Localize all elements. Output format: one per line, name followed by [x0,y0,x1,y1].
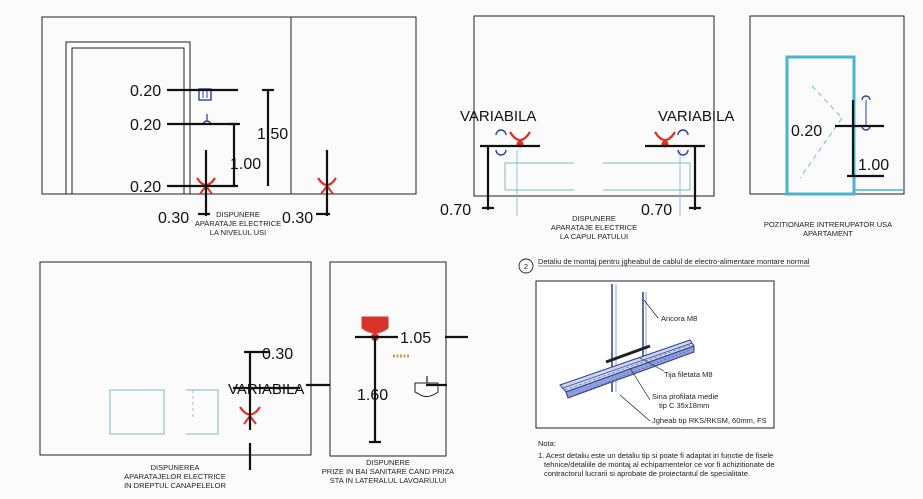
label-threaded-rod: Tija filetata M8 [664,370,713,379]
label-tray-type: Jgheab tip RKS/RKSM, 60mm, FS [652,416,767,425]
label-anchor: Ancora M8 [661,314,697,323]
dim-1-50: 1.50 [257,126,288,143]
panel-bed-head: VARIABILA VARIABILA 0.70 0.70 DISPUNERE … [440,15,734,241]
dim-0-30-left: 0.30 [158,210,189,227]
socket-box-icon [361,316,389,334]
dim-0-70-right: 0.70 [641,202,672,219]
panel-door-level-frame [41,16,417,195]
note-line-1: 1. Acest detaliu este un detaliu tip si … [538,451,773,460]
caption-line-2: APARATAJE ELECTRICE [195,219,281,228]
panel-bed-head-frame [473,15,715,197]
label-variabila: VARIABILA [228,381,304,398]
switch-right-icon [677,129,689,136]
dim-0-20-top: 0.20 [130,83,161,100]
dim-0-20-bottom: 0.20 [130,179,161,196]
label-profile-type: tip C 35x18mm [659,401,709,410]
panel-sofas: 0.30 VARIABILA DISPUNEREA APARATAJELOR E… [39,261,312,490]
door-frame-outer [65,41,191,194]
detail-number-circle [518,258,534,274]
dim-1-60: 1.60 [357,387,388,404]
notes: Nota: 1. Acest detaliu este un detaliu t… [538,439,775,478]
door-frame-inner [71,47,185,194]
dim-0-30: 0.30 [262,346,293,363]
dim-1-05: 1.05 [400,330,431,347]
caption-line-1: DISPUNERE [366,458,410,467]
detail-cable-tray: 2 Detaliu de montaj pentru jgheabul de c… [518,257,810,429]
dim-1-00: 1.00 [230,156,261,173]
caption-line-2: APARTAMENT [803,229,853,238]
dim-1-00: 1.00 [858,157,889,174]
label-profile-rail: Sina profilata medie [652,392,718,401]
panel-sofas-frame [39,261,312,456]
caption-line-1: DISPUNEREA [151,463,200,472]
dim-0-20-mid: 0.20 [130,117,161,134]
label-variabila-right: VARIABILA [658,108,734,125]
note-line-2: tehnice/detaliile de montaj al echipamen… [544,460,775,469]
detail-number: 2 [524,262,528,271]
dim-0-30-right: 0.30 [282,210,313,227]
switch-icon [861,95,871,101]
socket-right-icon [654,131,676,142]
dim-0-20: 0.20 [791,123,822,140]
sofa-left [109,389,165,435]
caption-line-3: LA CAPUL PATULUI [560,232,628,241]
caption-line-1: DISPUNERE [216,210,260,219]
caption-line-3: LA NIVELUL USI [210,228,266,237]
panel-apartment-door: 0.20 1.00 POZITIONARE INTRERUPATOR USA A… [749,15,905,238]
sink-icon [414,382,439,398]
caption-line-2: PRIZE IN BAI SANITARE CAND PRIZA [322,467,454,476]
dim-0-70-left: 0.70 [440,202,471,219]
label-variabila-left: VARIABILA [460,108,536,125]
panel-bathroom: 1.05 1.60 DISPUNERE PRIZE IN BAI SANITAR… [306,261,468,485]
caption-line-1: POZITIONARE INTRERUPATOR USA [764,220,892,229]
note-line-3: contractorul lucrarii si aprobate de pro… [544,469,750,478]
caption-line-3: STA IN LATERALUL LAVOARULUI [330,476,446,485]
caption-line-2: APARATAJELOR ELECTRICE [124,472,226,481]
panel-door-level: 0.20 0.20 0.20 1.50 1.00 0.30 0.30 DISPU… [41,16,417,237]
caption-line-1: DISPUNERE [572,214,616,223]
caption-line-3: IN DREPTUL CANAPELELOR [124,481,226,490]
socket-left-icon [509,131,531,142]
caption-line-2: APARATAJE ELECTRICE [551,223,637,232]
sofa-right [186,389,219,435]
switch-left-icon [495,129,507,136]
bed-outline [504,162,691,191]
detail-title: Detaliu de montaj pentru jgheabul de cab… [538,257,810,266]
profile-rail [605,344,651,364]
notes-heading: Nota: [538,439,556,448]
panel-bathroom-frame [329,261,447,457]
